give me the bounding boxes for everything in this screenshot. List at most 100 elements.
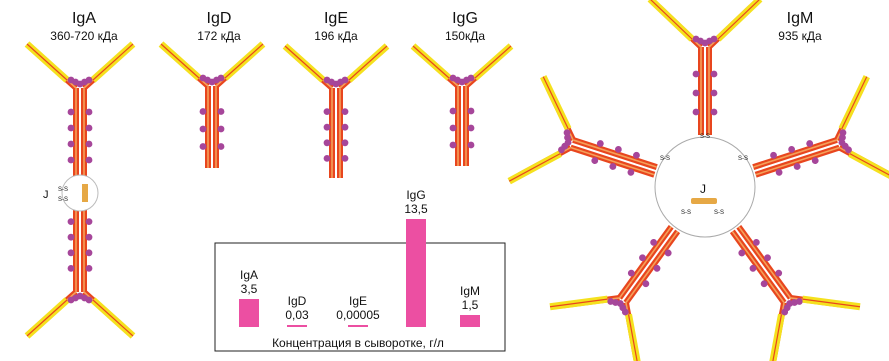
igm-subunit-left xyxy=(509,77,672,224)
ige-monomer-carbohydrate xyxy=(324,139,331,146)
iga-monomer-top-carbohydrate xyxy=(68,109,75,116)
igm-j-chain xyxy=(691,198,717,204)
igd-monomer-light-chain-edge xyxy=(225,44,263,78)
bar-category-label: IgG xyxy=(406,188,425,202)
igm-subunit-left-light-chain-edge xyxy=(530,77,581,129)
igm-mass-label: 935 кДа xyxy=(778,29,822,43)
bar-category-label: IgM xyxy=(460,284,480,298)
igg-monomer-light-chain-edge xyxy=(475,46,511,78)
iga-monomer-bottom-carbohydrate xyxy=(68,265,75,272)
igm-subunit-top-hinge-carbohydrate xyxy=(693,36,700,43)
iga-monomer-top-carbohydrate xyxy=(68,157,75,164)
igg-class-label: IgG xyxy=(452,10,478,27)
igm-subunit-lower-left-heavy-core xyxy=(619,227,671,298)
iga-j-chain xyxy=(82,184,88,202)
ige-class-label: IgE xyxy=(324,10,348,27)
igg-monomer-carbohydrate xyxy=(468,142,475,149)
iga-monomer-top-carbohydrate xyxy=(86,109,93,116)
igm-subunit-right xyxy=(737,77,889,224)
igm-subunit-lower-left-light-chain xyxy=(605,314,662,361)
iga-monomer-bottom xyxy=(27,202,133,336)
igd-class-label: IgD xyxy=(207,10,232,27)
iga-monomer-top-carbohydrate xyxy=(86,125,93,132)
igm-subunit-lower-right-heavy-core xyxy=(739,227,791,298)
iga-monomer-bottom-carbohydrate xyxy=(68,234,75,241)
ige-monomer-carbohydrate xyxy=(324,124,331,131)
igm-subunit-top-carbohydrate xyxy=(693,71,700,78)
igd-monomer-carbohydrate xyxy=(200,126,207,133)
ige-monomer-hinge-carbohydrate xyxy=(324,77,331,84)
igg-monomer-carbohydrate xyxy=(450,125,457,132)
iga-monomer-bottom-light-chain-edge xyxy=(93,300,133,336)
igg-monomer-carbohydrate xyxy=(468,125,475,132)
iga-monomer-bottom-carbohydrate xyxy=(86,218,93,225)
igm-subunit-right-light-chain xyxy=(850,141,889,193)
igd-monomer-light-chain-edge xyxy=(161,44,199,78)
bar-ige xyxy=(348,325,368,327)
iga-monomer-bottom-carbohydrate xyxy=(86,249,93,256)
bar-category-label: IgA xyxy=(240,268,258,282)
ige-mass-label: 196 кДа xyxy=(314,29,358,43)
bar-iga xyxy=(239,299,259,327)
igm-subunit-left-light-chain-edge xyxy=(509,141,560,193)
ige-monomer-carbohydrate xyxy=(324,108,331,115)
ige-monomer-carbohydrate xyxy=(342,108,349,115)
igm-header: IgM 935 кДа xyxy=(778,10,822,43)
iga-joining-region: J S-S S-S xyxy=(43,175,98,211)
bar-category-label: IgD xyxy=(288,294,307,308)
iga-joining-circle xyxy=(62,175,98,211)
ige-monomer-carbohydrate xyxy=(342,124,349,131)
igm-subunit-top xyxy=(650,0,760,135)
igg-monomer-hinge-carbohydrate xyxy=(450,75,457,82)
bar-igd xyxy=(287,325,307,327)
bar-value-label: 0,03 xyxy=(285,308,309,322)
igm-subunit-lower-right-light-chain xyxy=(747,314,804,361)
igd-monomer-hinge-carbohydrate xyxy=(200,75,207,82)
igm-subunit-top-carbohydrate xyxy=(711,71,718,78)
iga-monomer-top-light-chain-edge xyxy=(27,44,67,80)
iga-mass-label: 360-720 кДа xyxy=(50,29,118,43)
iga-j-chain-label: J xyxy=(43,189,49,201)
igd-monomer-carbohydrate xyxy=(200,108,207,115)
igd-monomer-carbohydrate xyxy=(218,108,225,115)
bar-igg xyxy=(406,219,426,327)
ige-header: IgE 196 кДа xyxy=(314,10,358,43)
iga-disulfide-label-1: S-S xyxy=(58,187,68,193)
igg-monomer-light-chain-edge xyxy=(413,46,449,78)
bar-igm xyxy=(460,315,480,327)
iga-monomer-top-carbohydrate xyxy=(86,157,93,164)
ige-monomer-light-chain-edge xyxy=(349,46,387,80)
igm-disulfide-label-2: S-S xyxy=(714,210,724,216)
iga-monomer-top-carbohydrate xyxy=(68,141,75,148)
igd-header: IgD 172 кДа xyxy=(197,10,241,43)
igd-monomer-carbohydrate xyxy=(218,126,225,133)
igm-j-chain-label: J xyxy=(700,182,706,196)
bar-category-label: IgE xyxy=(349,294,367,308)
igg-monomer-carbohydrate xyxy=(450,142,457,149)
igm-subunit-top-carbohydrate xyxy=(693,109,700,116)
chart-xlabel: Концентрация в сыворотке, г/л xyxy=(272,336,444,350)
igm-class-label: IgM xyxy=(787,10,814,27)
ige-monomer-carbohydrate xyxy=(342,139,349,146)
igd-monomer xyxy=(161,44,263,168)
iga-monomer-bottom-carbohydrate xyxy=(86,234,93,241)
iga-monomer-bottom-carbohydrate xyxy=(86,265,93,272)
iga-class-label: IgA xyxy=(72,10,96,27)
iga-monomer-top-hinge-carbohydrate xyxy=(68,77,75,84)
igg-monomer xyxy=(413,46,511,166)
ige-monomer-light-chain-edge xyxy=(285,46,323,80)
bar-value-label: 0,00005 xyxy=(336,308,380,322)
igm-disulfide-label-1: S-S xyxy=(681,210,691,216)
igm-subunit-lower-right xyxy=(691,197,860,361)
igm-disulfide-label-4: S-S xyxy=(738,156,748,162)
igg-monomer-carbohydrate xyxy=(450,108,457,115)
igg-mass-label: 150кДа xyxy=(445,29,485,43)
iga-monomer-top-carbohydrate xyxy=(86,141,93,148)
iga-monomer-bottom-hinge-carbohydrate xyxy=(86,297,93,304)
iga-monomer-top-light-chain-edge xyxy=(93,44,133,80)
igd-monomer-carbohydrate xyxy=(200,143,207,150)
ige-monomer-carbohydrate xyxy=(342,155,349,162)
bar-value-label: 13,5 xyxy=(404,202,428,216)
iga-monomer-bottom-carbohydrate xyxy=(68,218,75,225)
